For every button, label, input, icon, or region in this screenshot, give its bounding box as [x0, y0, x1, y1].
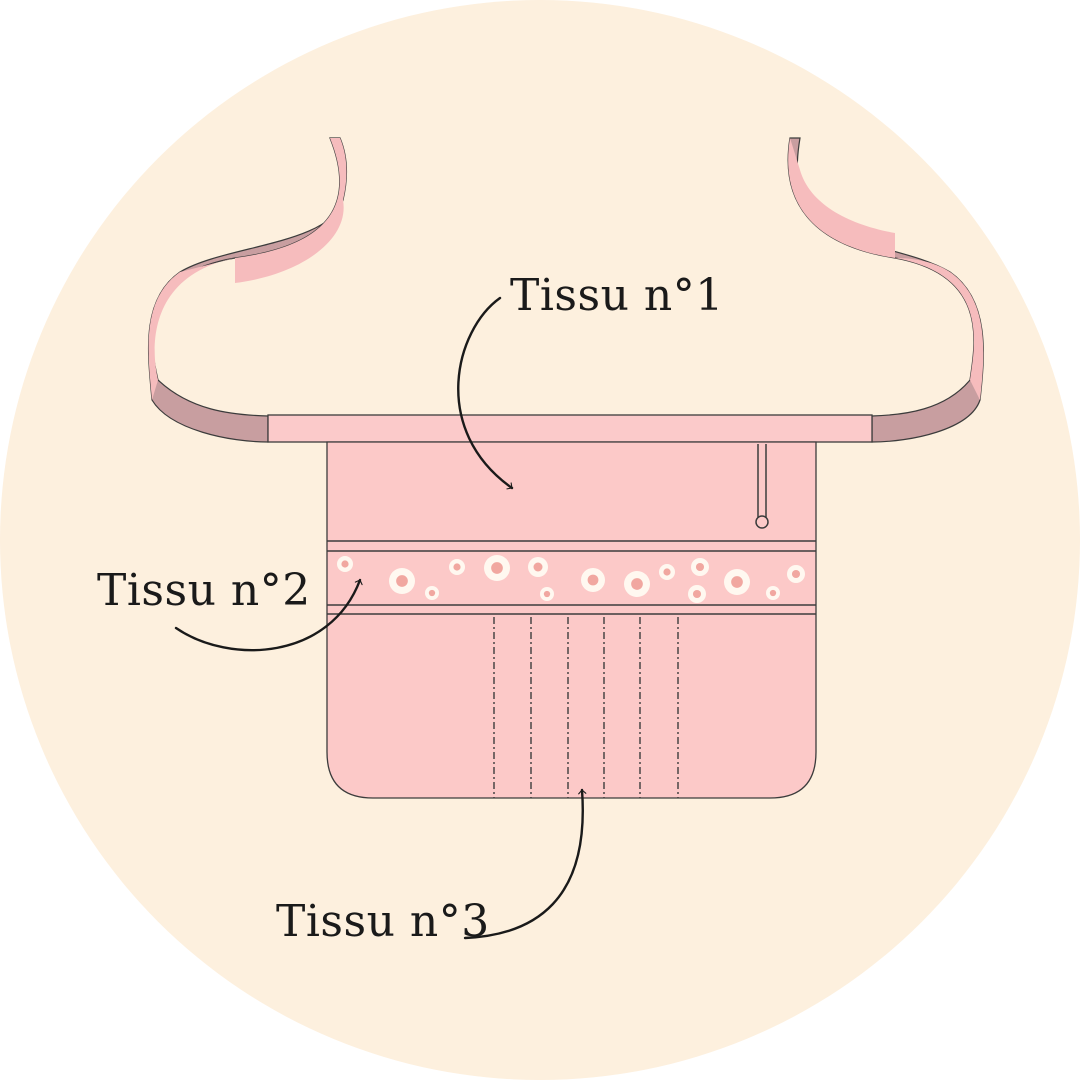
label-fabric-2: Tissu n°2 — [97, 565, 311, 616]
label-fabric-1: Tissu n°1 — [510, 270, 724, 321]
print-dot — [787, 565, 805, 583]
print-dot — [337, 556, 353, 572]
print-dot — [449, 559, 465, 575]
print-dot — [581, 568, 605, 592]
waistband — [267, 414, 873, 443]
print-dot — [659, 564, 675, 580]
arrow-fabric-1 — [457, 296, 514, 490]
arrow-fabric-3 — [463, 788, 587, 940]
print-dot — [484, 555, 510, 581]
apron-body — [326, 441, 817, 799]
print-dot — [724, 569, 750, 595]
print-dot — [624, 571, 650, 597]
print-dot — [528, 557, 548, 577]
left-tie — [147, 137, 348, 443]
print-dot — [688, 585, 706, 603]
zipper-pull-icon — [755, 444, 769, 529]
print-dot — [425, 586, 439, 600]
print-dot — [389, 568, 415, 594]
print-dot — [766, 586, 780, 600]
right-tie — [787, 137, 984, 443]
label-fabric-3: Tissu n°3 — [276, 896, 490, 947]
arrow-fabric-2 — [174, 578, 363, 652]
print-dot — [540, 587, 554, 601]
print-dot — [691, 558, 709, 576]
pocket-stitch-lines — [493, 617, 679, 798]
printed-band — [327, 540, 816, 615]
